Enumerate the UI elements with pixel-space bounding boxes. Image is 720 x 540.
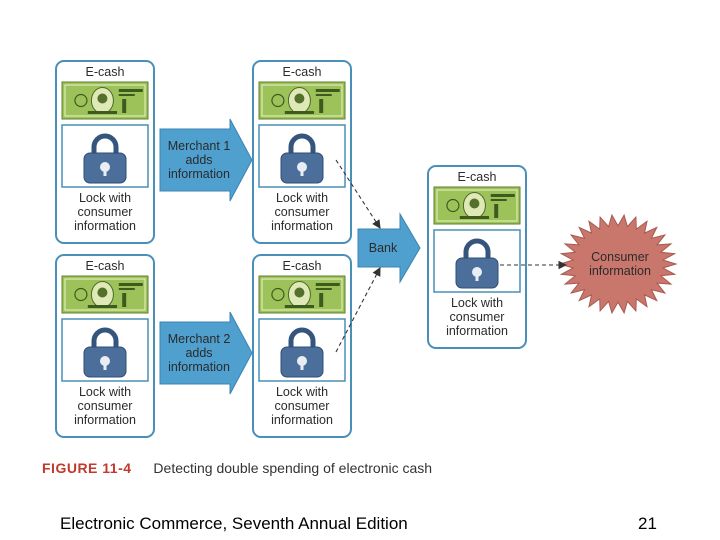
dashed-connector-bottom (335, 267, 381, 353)
bank-arrow-label: Bank (369, 241, 398, 255)
lock-caption: Lock with (276, 385, 328, 399)
padlock-icon (83, 133, 127, 184)
merchant-1-arrow-label: Merchant 1 (168, 139, 231, 153)
figure-caption: FIGURE 11-4 Detecting double spending of… (42, 460, 432, 476)
footer-title: Electronic Commerce, Seventh Annual Edit… (60, 514, 408, 533)
lock-caption: Lock with (79, 385, 131, 399)
ecash-label: E-cash (283, 259, 322, 273)
figure-number: FIGURE 11-4 (42, 460, 132, 476)
lock-caption: information (74, 219, 136, 233)
figure-caption-text: Detecting double spending of electronic … (153, 460, 433, 476)
banknote-icon (258, 81, 346, 120)
ecash-label: E-cash (86, 259, 125, 273)
lock-caption: consumer (275, 205, 330, 219)
lock-caption: consumer (78, 205, 133, 219)
lock-caption: Lock with (451, 296, 503, 310)
merchant-2-arrow-label: information (168, 360, 230, 374)
lock-caption: information (271, 219, 333, 233)
lock-caption: consumer (78, 399, 133, 413)
banknote-icon (258, 275, 346, 314)
padlock-icon (455, 238, 499, 289)
merchant-2-arrow-label: adds (185, 346, 212, 360)
lock-caption: information (446, 324, 508, 338)
padlock-icon (280, 133, 324, 184)
bank-arrow: Bank (357, 212, 421, 284)
lock-caption: information (271, 413, 333, 427)
banknote-icon (61, 275, 149, 314)
lock-caption: information (74, 413, 136, 427)
ecash-label: E-cash (283, 65, 322, 79)
lock-caption: consumer (275, 399, 330, 413)
ecash-label: E-cash (458, 170, 497, 184)
padlock-icon (280, 327, 324, 378)
lock-caption: Lock with (276, 191, 328, 205)
padlock-icon (83, 327, 127, 378)
merchant-2-arrow-label: Merchant 2 (168, 332, 231, 346)
consumer-information-label: information (589, 264, 651, 278)
lock-caption: Lock with (79, 191, 131, 205)
lock-caption: consumer (450, 310, 505, 324)
consumer-information-label: Consumer (591, 250, 649, 264)
merchant-1-arrow-label: information (168, 167, 230, 181)
page-number: 21 (638, 514, 657, 533)
ecash-label: E-cash (86, 65, 125, 79)
banknote-icon (61, 81, 149, 120)
banknote-icon (433, 186, 521, 225)
merchant-1-arrow-label: adds (185, 153, 212, 167)
